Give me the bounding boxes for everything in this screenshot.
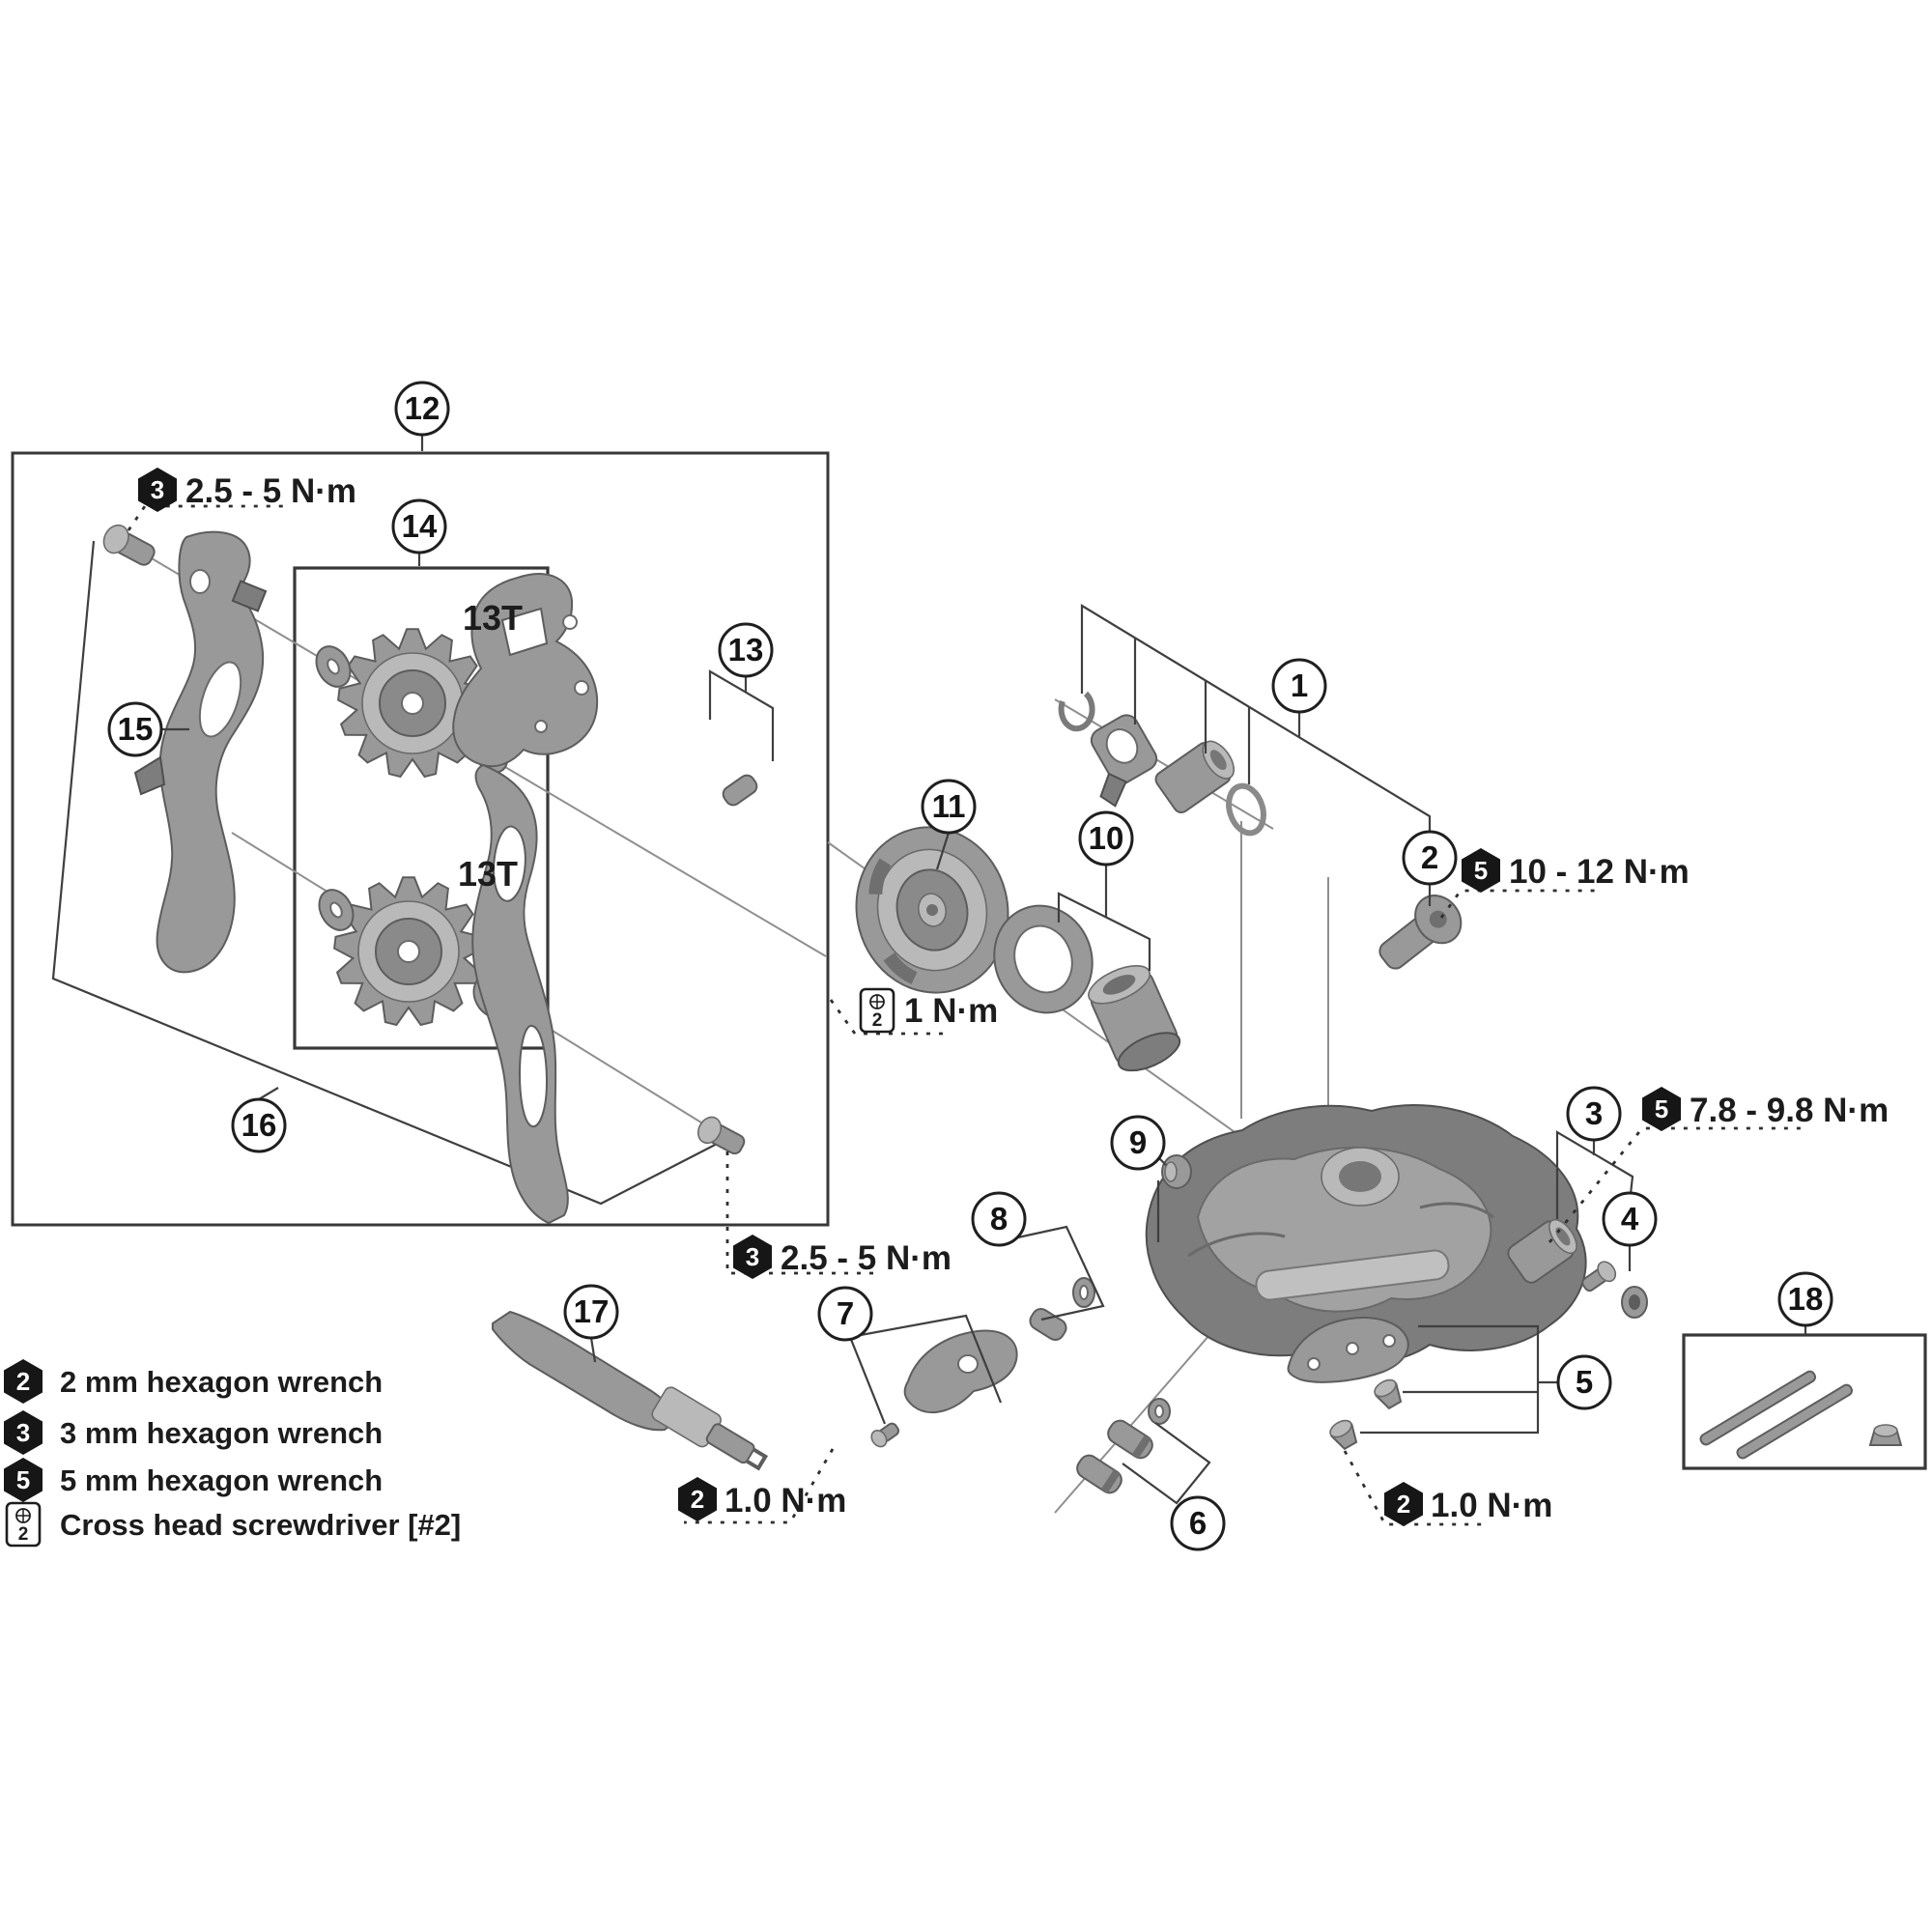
hex-size: 3	[16, 1418, 30, 1447]
callout-1: 1	[1271, 658, 1327, 714]
plate-assembly-outline	[51, 540, 725, 1206]
torque-value: 1.0 N·m	[1431, 1487, 1552, 1524]
bracket-fixing-bolt-2	[1378, 895, 1463, 970]
legend-label: 2 mm hexagon wrench	[60, 1365, 383, 1399]
plate-fixing-bolt-upper	[102, 524, 156, 566]
hex-size: 3	[746, 1242, 759, 1271]
hex-size: 3	[151, 475, 164, 504]
hex-size: 2	[16, 1367, 30, 1396]
pin-kit-box-18	[1682, 1333, 1927, 1470]
callout-2: 2	[1402, 830, 1458, 886]
hex-size: 2	[1397, 1490, 1410, 1519]
torque-value: 2.5 - 5 N·m	[781, 1239, 952, 1277]
callout-5: 5	[1556, 1354, 1612, 1410]
callout-4: 4	[1602, 1191, 1658, 1247]
svg-text:3: 3	[1585, 1095, 1603, 1131]
torque-note-bracket-axle: 5 10 - 12 N·m	[1462, 848, 1690, 893]
screwdriver-size: 2	[18, 1524, 29, 1545]
torque-note-mount-screw: 2 1.0 N·m	[1384, 1482, 1552, 1526]
torque-leader-dashes	[127, 504, 1808, 1526]
inner-plate-15	[133, 530, 268, 974]
guide-pulley-cap-11	[855, 826, 1009, 994]
pulley-tool-17	[492, 1310, 769, 1471]
outer-plate-13-16	[452, 573, 599, 1225]
callout-7: 7	[817, 1286, 873, 1342]
pin-kit-18-contents	[1699, 1370, 1903, 1460]
svg-text:2: 2	[1421, 839, 1438, 875]
svg-text:15: 15	[118, 711, 154, 747]
svg-text:8: 8	[990, 1201, 1008, 1236]
sprocket-size-label: 13T	[458, 854, 518, 894]
hex-size: 5	[16, 1465, 30, 1494]
svg-text:16: 16	[242, 1107, 277, 1143]
svg-text:14: 14	[402, 508, 438, 544]
spacer-ring-10	[993, 904, 1094, 1014]
torque-note-lower-plate: 3 2.5 - 5 N·m	[733, 1235, 952, 1279]
callout-18: 18	[1777, 1271, 1833, 1327]
torque-note-cable-bolt: 2 1.0 N·m	[678, 1477, 846, 1521]
svg-text:18: 18	[1788, 1281, 1824, 1317]
bracket-axle-unit-parts-1	[1058, 691, 1266, 837]
pulley-box-14	[293, 566, 550, 1050]
tool-legend: 2 2 mm hexagon wrench 3 3 mm hexagon wre…	[4, 1359, 461, 1548]
torque-value: 7.8 - 9.8 N·m	[1690, 1092, 1889, 1129]
torque-value: 10 - 12 N·m	[1509, 853, 1690, 891]
torque-value: 1.0 N·m	[724, 1482, 846, 1520]
svg-text:12: 12	[405, 390, 440, 426]
torque-note-upper-plate: 3 2.5 - 5 N·m	[138, 468, 356, 512]
hex-size: 5	[1655, 1094, 1668, 1123]
derailleur-body	[1145, 1104, 1587, 1365]
legend-label: 3 mm hexagon wrench	[60, 1416, 383, 1450]
legend-row-5mm: 5 5 mm hexagon wrench	[4, 1458, 383, 1502]
bushing-3	[1507, 1218, 1577, 1284]
callout-8: 8	[971, 1191, 1027, 1247]
tension-pulley-lower	[318, 876, 509, 1027]
svg-text:17: 17	[574, 1293, 610, 1329]
spacer-sleeve-10	[1088, 965, 1181, 1072]
svg-text:7: 7	[837, 1295, 854, 1331]
assembly-box-12	[11, 451, 830, 1227]
svg-text:11: 11	[932, 788, 966, 824]
hex-size: 2	[691, 1485, 704, 1514]
legend-label: 5 mm hexagon wrench	[60, 1463, 383, 1497]
torque-note-b-axle: 5 7.8 - 9.8 N·m	[1642, 1087, 1889, 1131]
plate-fixing-bolt-lower	[696, 1116, 746, 1155]
cap-9	[1161, 1154, 1192, 1189]
callout-17: 17	[563, 1284, 619, 1340]
svg-text:13: 13	[728, 632, 764, 668]
callout-15: 15	[107, 701, 163, 757]
hex-size: 5	[1474, 856, 1488, 885]
svg-text:4: 4	[1621, 1201, 1639, 1236]
torque-value: 2.5 - 5 N·m	[185, 472, 356, 510]
callout-6: 6	[1170, 1495, 1226, 1551]
svg-text:10: 10	[1089, 820, 1124, 856]
legend-row-2mm: 2 2 mm hexagon wrench	[4, 1359, 383, 1404]
cable-guide-plate-7	[870, 1329, 1018, 1448]
washer-and-pin-8	[1029, 1277, 1095, 1341]
screwdriver-size: 2	[872, 1010, 883, 1031]
callout-11: 11	[921, 779, 977, 835]
callout-13: 13	[718, 622, 774, 678]
svg-text:6: 6	[1189, 1505, 1207, 1541]
callout-12: 12	[394, 381, 450, 437]
sprocket-size-label: 13T	[463, 598, 523, 638]
svg-text:9: 9	[1129, 1124, 1147, 1160]
callout-16: 16	[231, 1097, 287, 1153]
legend-row-3mm: 3 3 mm hexagon wrench	[4, 1410, 383, 1455]
bolt-and-washer-4	[1581, 1261, 1648, 1319]
legend-row-crosshead: 2 Cross head screwdriver [#2]	[5, 1501, 461, 1548]
svg-text:1: 1	[1291, 668, 1308, 703]
callout-10: 10	[1078, 810, 1134, 867]
torque-note-pulley-screw: 2 1 N·m	[859, 987, 998, 1034]
bracket-mount-plate-5	[1287, 1317, 1409, 1451]
torque-value: 1 N·m	[904, 992, 998, 1030]
plate-stopper-pin-13	[722, 774, 758, 807]
svg-text:5: 5	[1576, 1364, 1593, 1400]
callout-3: 3	[1566, 1086, 1622, 1142]
callout-9: 9	[1110, 1115, 1166, 1171]
callout-14: 14	[391, 498, 447, 554]
adjust-screws-6	[1076, 1398, 1171, 1494]
legend-label: Cross head screwdriver [#2]	[60, 1508, 461, 1542]
